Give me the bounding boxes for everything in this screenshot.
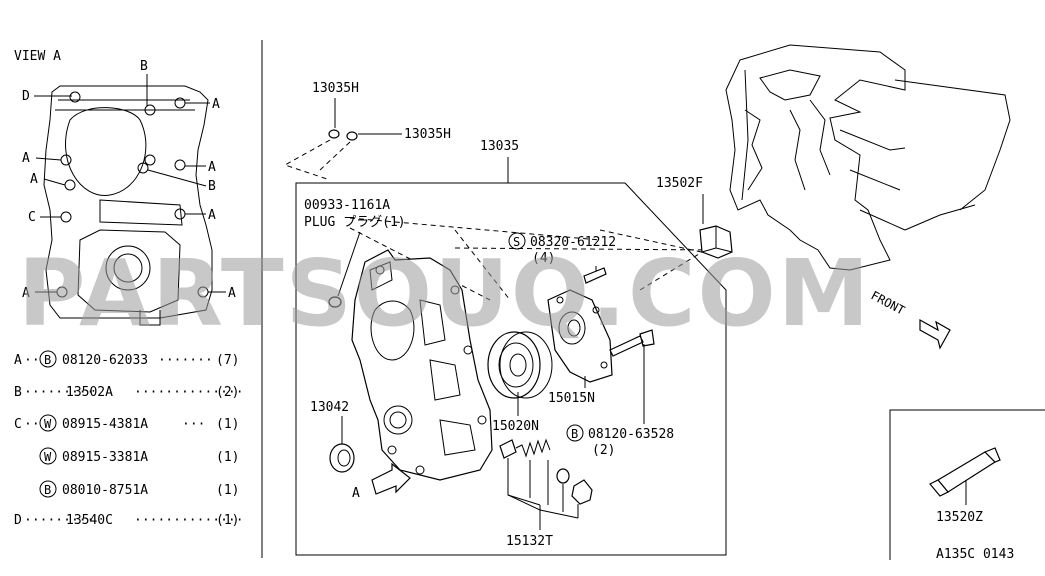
- screw-symbol-icon: [508, 232, 526, 250]
- legend-part: 13540C: [66, 513, 113, 528]
- bolt-symbol-icon: [566, 424, 584, 442]
- legend-row: B ········· 13502A ·············· ······…: [14, 385, 244, 400]
- callout-d: D: [22, 89, 30, 104]
- legend-part: 08010-8751A: [62, 483, 148, 498]
- label-bolt-qty: (2): [592, 443, 615, 458]
- callout-b-right: B: [208, 179, 216, 194]
- view-a-arrow-icon: [371, 462, 411, 495]
- legend-part: 13502A: [66, 385, 113, 400]
- callout-a-7: A: [228, 286, 236, 301]
- svg-text:C: C: [14, 417, 22, 432]
- legend-part: 08915-4381A: [62, 417, 148, 432]
- label-screw-qty: (4): [532, 251, 555, 266]
- callout-a-5: A: [208, 208, 216, 223]
- svg-text:S: S: [513, 235, 520, 249]
- callout-a-4: A: [208, 160, 216, 175]
- svg-text:A: A: [14, 353, 22, 368]
- label-13035: 13035: [480, 139, 519, 154]
- svg-text:B: B: [44, 483, 51, 497]
- svg-text:·········: ·········: [24, 385, 94, 400]
- bolt-08120-63528: [609, 329, 655, 357]
- svg-text:·········: ·········: [24, 513, 94, 528]
- label-15132t: 15132T: [506, 534, 553, 549]
- label-screw-part: 08320-61212: [530, 235, 616, 250]
- screw-08320-61212: [583, 267, 607, 284]
- label-13520z: 13520Z: [936, 510, 983, 525]
- view-a-cover-outline: [43, 85, 213, 326]
- svg-text:···: ···: [182, 417, 205, 432]
- front-arrow-icon: [919, 318, 951, 350]
- legend-row: C ·· W 08915-4381A ··· (1): [14, 414, 239, 432]
- label-15020n: 15020N: [492, 419, 539, 434]
- svg-text:··············: ··············: [134, 385, 244, 400]
- label-13035h-top: 13035H: [312, 81, 359, 96]
- legend-qty: (1): [216, 417, 239, 432]
- label-13035h-right: 13035H: [404, 127, 451, 142]
- pin-13035h: [346, 131, 358, 141]
- legend-row: W 08915-3381A (1): [39, 447, 239, 465]
- plug-13035: [328, 296, 342, 308]
- view-a-title: VIEW A: [14, 49, 61, 64]
- label-13042: 13042: [310, 400, 349, 415]
- washer-symbol-icon: [39, 414, 57, 432]
- legend-row: B 08010-8751A (1): [39, 480, 239, 498]
- svg-text:··: ··: [24, 417, 40, 432]
- diagram-id: A135C 0143: [936, 547, 1014, 562]
- pin-13035h: [328, 129, 340, 139]
- sealant-tube-13520Z: [929, 447, 1001, 497]
- front-label: FRONT: [869, 288, 907, 317]
- svg-text:B: B: [14, 385, 22, 400]
- view-a-callouts: B D A A A A B A C A A: [22, 59, 236, 301]
- cylinder-block: [725, 44, 1011, 271]
- legend: A ·· B 08120-62033 ······· (7) B ·······…: [14, 350, 244, 528]
- callout-a-2: A: [22, 151, 30, 166]
- oil-pump-cover-15015N: [547, 289, 613, 383]
- svg-text:W: W: [44, 417, 52, 431]
- legend-part: 08120-62033: [62, 353, 148, 368]
- svg-text:B: B: [571, 427, 578, 441]
- bolt-symbol-icon: [39, 480, 57, 498]
- legend-qty: (1): [216, 450, 239, 465]
- callout-a-1: A: [212, 97, 220, 112]
- svg-text:B: B: [44, 353, 51, 367]
- front-cover-13035: [351, 249, 493, 481]
- oil-pump-rotor-15020N: [487, 331, 553, 399]
- svg-text:··: ··: [24, 353, 40, 368]
- label-arrow-a: A: [352, 486, 360, 501]
- svg-text:··············: ··············: [134, 513, 244, 528]
- callout-a-6: A: [22, 286, 30, 301]
- label-plug-part: 00933-1161A: [304, 198, 390, 213]
- assembly-frame: [295, 182, 727, 556]
- sealant-frame: [889, 409, 1045, 560]
- svg-text:D: D: [14, 513, 22, 528]
- label-bolt-part: 08120-63528: [588, 427, 674, 442]
- legend-row: A ·· B 08120-62033 ······· (7): [14, 350, 239, 368]
- watermark-logo: PARTSOUQ.COM: [18, 240, 871, 347]
- svg-text:W: W: [44, 450, 52, 464]
- legend-qty: (1): [216, 513, 239, 528]
- label-plug: PLUG プラグ(1): [304, 215, 406, 230]
- legend-qty: (7): [216, 353, 239, 368]
- legend-row: D ········· 13540C ·············· (1): [14, 513, 244, 528]
- callout-c: C: [28, 210, 36, 225]
- callout-b-top: B: [140, 59, 148, 74]
- label-15015n: 15015N: [548, 391, 595, 406]
- bolt-symbol-icon: [39, 350, 57, 368]
- washer-symbol-icon: [39, 447, 57, 465]
- callout-a-3: A: [30, 172, 38, 187]
- relief-valve-15132T: [499, 438, 593, 505]
- svg-text:·······: ·······: [158, 353, 213, 368]
- label-13502f: 13502F: [656, 176, 703, 191]
- legend-qty: (2): [216, 385, 239, 400]
- legend-part: 08915-3381A: [62, 450, 148, 465]
- oil-seal-13042: [329, 443, 355, 473]
- legend-qty: (1): [216, 483, 239, 498]
